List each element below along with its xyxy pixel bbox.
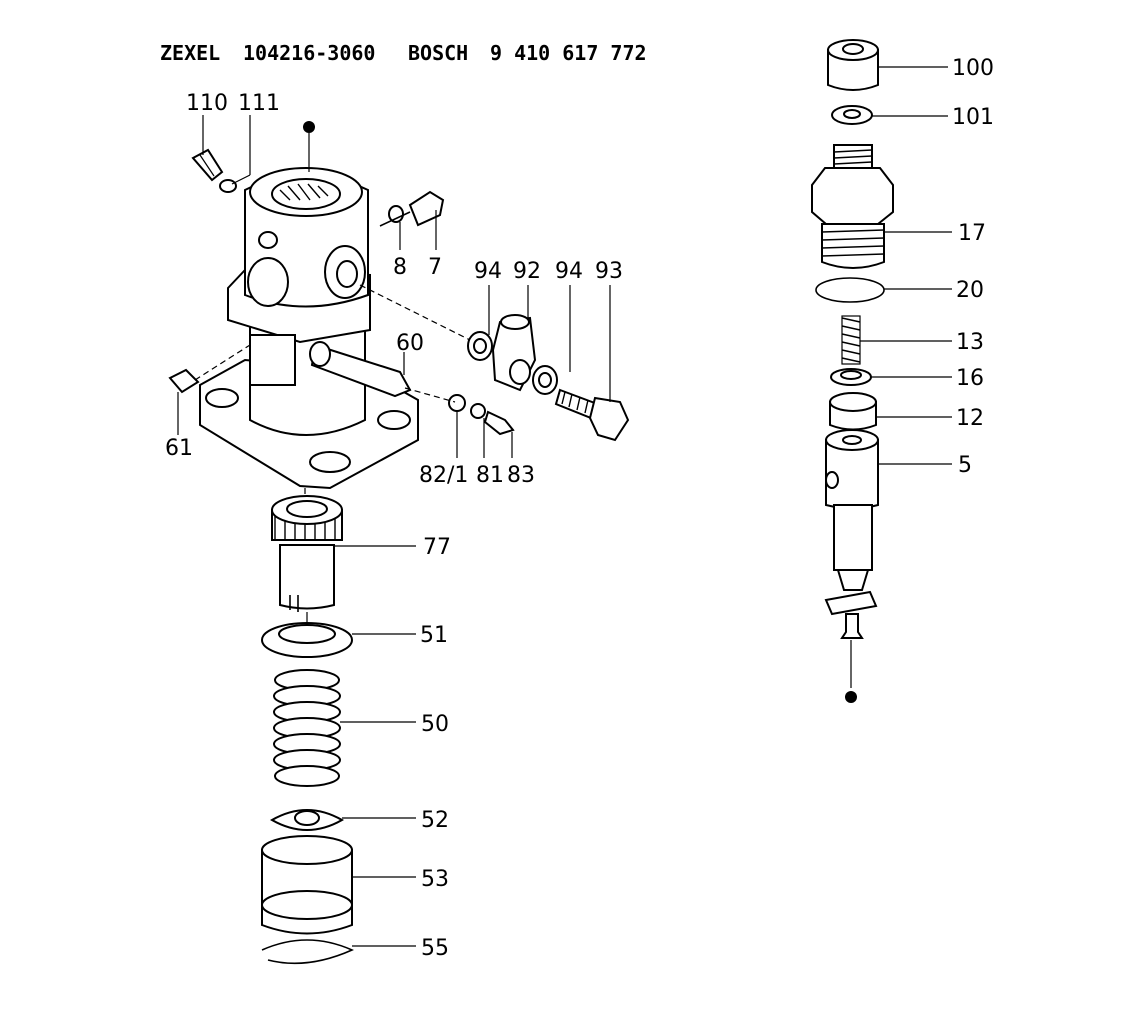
label-55: 55 <box>421 936 449 961</box>
label-93: 93 <box>595 259 623 284</box>
pump-housing-drawing <box>199 121 419 490</box>
label-7: 7 <box>428 255 442 280</box>
header-zexel-number: 104216-3060 <box>243 41 375 65</box>
banjo-fitting-drawing <box>359 284 630 442</box>
label-51: 51 <box>420 623 448 648</box>
label-77: 77 <box>423 535 451 560</box>
header-brand-zexel: ZEXEL <box>160 41 220 65</box>
reference-dot-bottom <box>845 691 857 703</box>
label-5: 5 <box>958 453 972 478</box>
label-61: 61 <box>165 436 193 461</box>
header: ZEXEL 104216-3060 BOSCH 9 410 617 772 <box>160 41 647 65</box>
label-94-right: 94 <box>555 259 583 284</box>
header-bosch-number: 9 410 617 772 <box>490 41 647 65</box>
label-17: 17 <box>958 221 986 246</box>
label-100: 100 <box>952 56 994 81</box>
label-8: 8 <box>393 255 407 280</box>
plunger-column-drawing <box>261 488 354 965</box>
leader-lines <box>177 66 952 947</box>
label-92: 92 <box>513 259 541 284</box>
label-13: 13 <box>956 330 984 355</box>
label-82-1: 82/1 <box>419 463 468 488</box>
label-52: 52 <box>421 808 449 833</box>
label-60: 60 <box>396 331 424 356</box>
label-12: 12 <box>956 406 984 431</box>
label-110: 110 <box>186 91 228 116</box>
label-53: 53 <box>421 867 449 892</box>
label-20: 20 <box>956 278 984 303</box>
label-50: 50 <box>421 712 449 737</box>
part-labels: 110 111 8 7 94 92 94 93 60 61 82/1 81 83… <box>165 56 994 961</box>
label-101: 101 <box>952 105 994 130</box>
delivery-valve-column-drawing <box>811 39 894 703</box>
reference-dot-top <box>303 121 315 133</box>
label-111: 111 <box>238 91 280 116</box>
label-81: 81 <box>476 463 504 488</box>
header-brand-bosch: BOSCH <box>408 41 468 65</box>
label-16: 16 <box>956 366 984 391</box>
label-94-left: 94 <box>474 259 502 284</box>
label-83: 83 <box>507 463 535 488</box>
spring-50 <box>273 669 341 787</box>
